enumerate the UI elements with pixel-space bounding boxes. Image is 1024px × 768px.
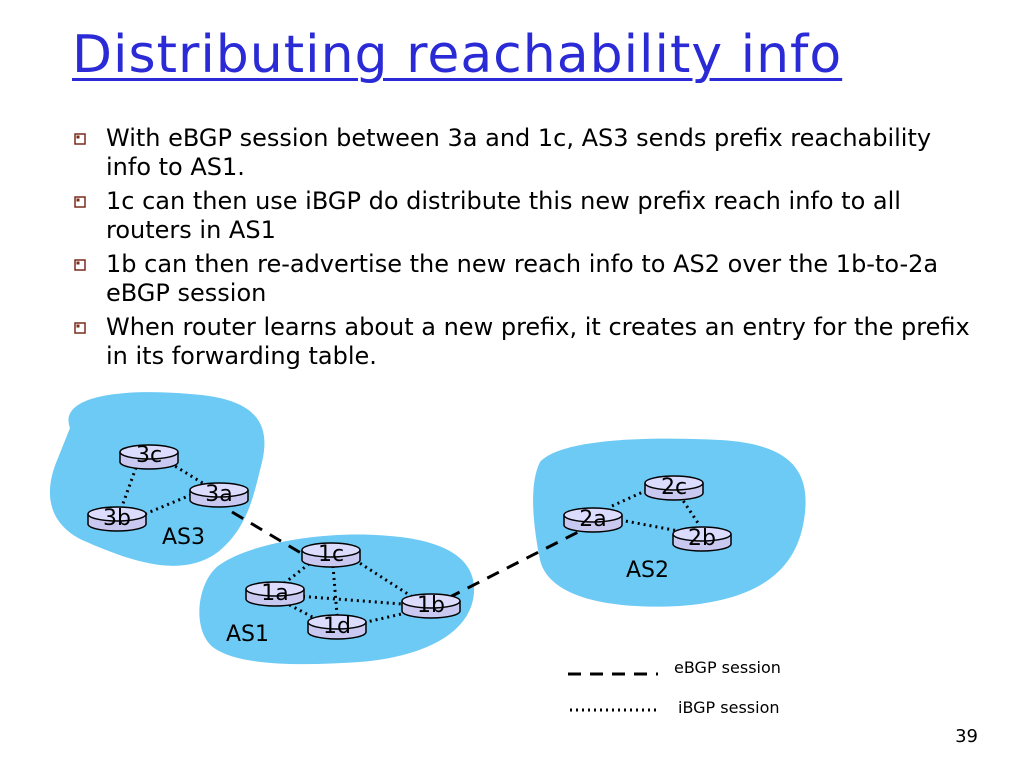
square-bullet-icon xyxy=(74,322,86,334)
router-2a: 2a xyxy=(563,507,623,533)
router-label: 1c xyxy=(318,542,344,567)
square-bullet-icon xyxy=(74,133,86,145)
router-label: 1a xyxy=(261,581,288,606)
square-bullet-icon xyxy=(74,259,86,271)
router-label: 3a xyxy=(205,482,232,507)
router-2b: 2b xyxy=(672,526,732,552)
router-label: 1d xyxy=(323,614,351,639)
router-label: 2c xyxy=(661,475,687,500)
bullet-text: When router learns about a new prefix, i… xyxy=(106,313,970,370)
as3-label: AS3 xyxy=(162,525,205,550)
bullet-list: With eBGP session between 3a and 1c, AS3… xyxy=(70,124,970,376)
bullet-item: 1c can then use iBGP do distribute this … xyxy=(70,187,970,245)
page-number: 39 xyxy=(955,726,978,747)
as1-label: AS1 xyxy=(226,622,269,647)
slide-title: Distributing reachability info xyxy=(72,25,843,85)
router-1b: 1b xyxy=(401,593,461,619)
bullet-text: 1b can then re-advertise the new reach i… xyxy=(106,250,939,307)
ibgp-legend-label: iBGP session xyxy=(678,698,780,717)
ibgp-link-2a-2c xyxy=(611,484,657,508)
ebgp-link-1b-2a xyxy=(447,524,591,600)
router-label: 3c xyxy=(136,443,162,468)
as2-cloud xyxy=(533,438,806,607)
bullet-text: With eBGP session between 3a and 1c, AS3… xyxy=(106,124,932,181)
bullet-item: 1b can then re-advertise the new reach i… xyxy=(70,250,970,308)
bullet-item: When router learns about a new prefix, i… xyxy=(70,313,970,371)
router-label: 2a xyxy=(579,507,606,532)
router-label: 1b xyxy=(417,593,445,618)
bullet-item: With eBGP session between 3a and 1c, AS3… xyxy=(70,124,970,182)
router-1c: 1c xyxy=(301,542,361,568)
router-label: 2b xyxy=(688,526,716,551)
ibgp-link-2c-2b xyxy=(678,495,702,527)
ibgp-link-2a-2b xyxy=(619,518,685,534)
square-bullet-icon xyxy=(74,196,86,208)
router-3a: 3a xyxy=(189,482,249,508)
ibgp-link-1c-1d xyxy=(331,565,339,616)
as3-cloud xyxy=(49,392,265,566)
router-3c: 3c xyxy=(119,443,179,470)
as2-label: AS2 xyxy=(626,558,669,583)
as1-cloud xyxy=(199,534,475,665)
ebgp-link-3a-1c xyxy=(231,510,307,558)
ebgp-legend-label: eBGP session xyxy=(674,658,781,677)
router-3b: 3b xyxy=(87,506,147,532)
ebgp-links xyxy=(231,510,591,600)
router-label: 3b xyxy=(103,506,131,531)
router-1a: 1a xyxy=(245,581,305,607)
router-1d: 1d xyxy=(307,614,367,640)
router-2c: 2c xyxy=(644,475,704,501)
bullet-text: 1c can then use iBGP do distribute this … xyxy=(106,187,901,244)
